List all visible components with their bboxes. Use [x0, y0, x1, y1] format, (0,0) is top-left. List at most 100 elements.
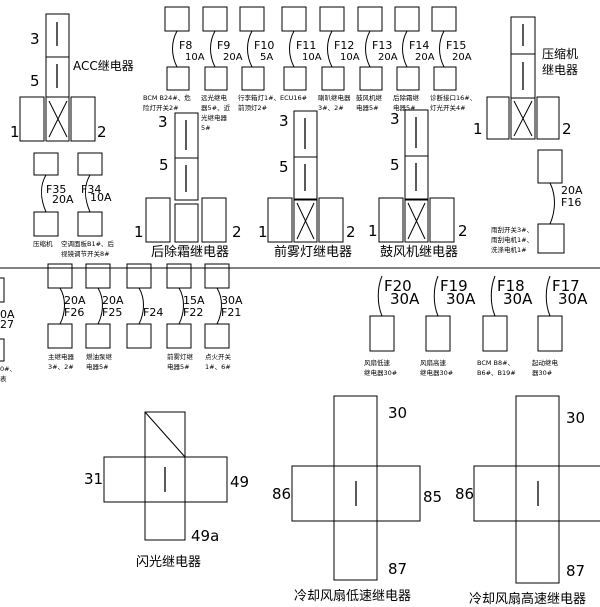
fuse-f16-rating: 20A — [561, 184, 583, 197]
edge-fragment-b: 27 — [0, 318, 14, 331]
fuse-f19-target-line1: 风扇高速 — [420, 358, 447, 367]
fuse-f35-link — [41, 174, 47, 213]
fan-high-pin86: 86 — [455, 485, 474, 503]
fuse-f17-link — [545, 275, 551, 317]
fuse-f25-target-line1: 燃油泵继 — [86, 352, 113, 361]
fuse-f24-link — [138, 287, 144, 325]
fuse-f11-target-line1: ECU16# — [280, 94, 307, 102]
fan-high-pin87: 87 — [566, 562, 585, 580]
fuse-f18-target-line1: BCM B8#、 — [477, 359, 514, 367]
fuse-f35-group: F35 20A 压缩机 — [33, 152, 74, 248]
fuse-f12-link — [327, 30, 333, 68]
fuse-f8-id: F8 — [179, 39, 192, 52]
fuse-f35-target: 压缩机 — [33, 239, 53, 248]
fuse-f20-rating: 30A — [390, 290, 420, 308]
fuse-f18-target-line2: B6#、B19# — [477, 369, 516, 377]
fuse-f12-bottom-terminal — [321, 66, 345, 91]
fuse-f20-target-line2: 继电器30# — [364, 368, 397, 377]
fuse-f11-rating: 10A — [302, 52, 322, 63]
fuse-f21-bottom-terminal — [204, 323, 230, 349]
fan-high-left-box — [473, 465, 517, 522]
fuse-f34-target-line2: 视镜调节开关8# — [61, 249, 110, 258]
acc-relay-pin2-label: 2 — [97, 123, 107, 141]
blower-relay: 3 5 1 2 鼓风机继电器 — [368, 109, 468, 260]
fan-low-title: 冷却风扇低速继电器 — [294, 588, 411, 604]
fuse-f35-top-terminal — [33, 152, 59, 176]
fuse-f35-rating: 20A — [52, 193, 74, 206]
flash-relay-pin49: 49 — [230, 473, 249, 491]
fan-low-pin86: 86 — [272, 485, 291, 503]
fuse-f13-top-terminal — [357, 6, 383, 32]
fuse-f26-target-line1: 主继电器 — [48, 352, 75, 361]
fuse-f22-target-line2: 电器5# — [167, 362, 190, 371]
blower-coil-box — [404, 199, 429, 243]
rear-defrost-pin1-label: 1 — [134, 223, 144, 241]
fuse-f16-link — [549, 182, 555, 225]
fuse-f35-bottom-terminal — [33, 211, 59, 237]
fuse-f15-link — [439, 30, 445, 68]
fuse-f21-id: F21 — [221, 306, 241, 319]
flash-relay: 31 49 49a 闪光继电器 — [84, 411, 249, 570]
fuse-f13-target-line1: 鼓风机继 — [356, 93, 383, 102]
fuse-f22-rating: 15A — [183, 294, 205, 307]
fuse-f16-id: F16 — [561, 196, 581, 209]
blower-pin1-label: 1 — [368, 222, 378, 240]
fan-high-bottom-box — [515, 520, 560, 584]
fuse-f10-link — [247, 30, 253, 68]
fuse-f16-target-line3: 洗涤电机1# — [491, 245, 527, 254]
fuse-f16-target-line2: 雨刮电机1#、 — [491, 235, 533, 244]
acc-relay-pin2-box — [70, 96, 96, 142]
compressor-coil-cross — [513, 100, 533, 137]
rear-defrost-pin3-label: 3 — [158, 113, 168, 131]
edge-fragment-a: 0A — [0, 308, 15, 321]
fan-high-relay: 30 86 87 冷却风扇高速继电器 — [455, 395, 600, 607]
fuse-f17-bottom-terminal — [537, 315, 563, 352]
fuse-f9-target-line4: 5# — [201, 124, 211, 132]
fan-low-top-box — [333, 395, 378, 467]
fuse-f12-id: F12 — [334, 39, 354, 52]
fuse-f24-bottom-terminal — [126, 323, 152, 349]
fuse-f16-target-line1: 雨刮开关3#、 — [491, 225, 533, 234]
fuse-f14-target-line2: 电器5# — [393, 103, 416, 112]
acc-relay-pin5-label: 5 — [30, 72, 40, 90]
fan-high-right-box — [558, 465, 600, 522]
fuse-f34-target-line1: 空调面板B1#、后 — [61, 239, 115, 248]
front-fog-pin3-label: 3 — [279, 112, 289, 130]
mid-left-fuse-row: 20AF26主继电器3#、2#20AF25燃油泵继电器5#F2415AF22前雾… — [47, 263, 243, 371]
fuse-f14-bottom-terminal — [396, 66, 420, 91]
fan-high-pin30: 30 — [566, 409, 585, 427]
fuse-f10-top-terminal — [239, 6, 265, 32]
blower-pin5-box — [404, 155, 429, 200]
fuse-f10-target-line1: 行李箱灯1#、 — [238, 93, 280, 102]
blower-pin1-box — [378, 197, 404, 243]
acc-relay: 3 5 1 2 ACC继电器 — [10, 13, 134, 142]
fuse-f9-top-terminal — [202, 6, 228, 32]
front-fog-relay: 3 5 1 2 前雾灯继电器 — [258, 110, 356, 260]
fuse-f14-id: F14 — [409, 39, 429, 52]
blower-pin3-label: 3 — [390, 110, 400, 128]
flash-relay-title: 闪光继电器 — [136, 555, 201, 570]
blower-pin5-label: 5 — [390, 156, 400, 174]
fuse-f8-target-line2: 险灯开关2# — [143, 103, 179, 112]
fuse-f21-target-line1: 点火开关 — [205, 352, 232, 361]
fuse-f18-bottom-terminal — [482, 315, 508, 352]
fuse-f8-rating: 10A — [185, 52, 205, 63]
fuse-f15-rating: 20A — [452, 52, 472, 63]
blower-pin2-label: 2 — [458, 222, 468, 240]
fuse-f14-rating: 20A — [415, 52, 435, 63]
fuse-f13-id: F13 — [372, 39, 392, 52]
flash-relay-right-box — [184, 456, 228, 503]
fuse-f35-id: F35 — [46, 183, 66, 196]
mid-right-fuse-row: F2030A风扇低速继电器30#F1930A风扇高速继电器30#F1830ABC… — [364, 275, 588, 377]
blower-pin2-box — [429, 197, 455, 243]
acc-relay-coil-cross — [48, 100, 68, 138]
rear-defrost-coil-box — [174, 203, 199, 243]
fuse-f9-target-line1: 远光继电 — [201, 93, 228, 102]
fuse-f20-target-line1: 风扇低速 — [364, 358, 391, 367]
edge-box-upper — [0, 277, 5, 303]
rear-defrost-pin2-label: 2 — [232, 223, 242, 241]
fuse-f15-target-line1: 诊断接口16#、 — [430, 93, 476, 102]
fuse-f34-bottom-terminal — [77, 211, 103, 237]
fuse-f12-top-terminal — [319, 6, 345, 32]
